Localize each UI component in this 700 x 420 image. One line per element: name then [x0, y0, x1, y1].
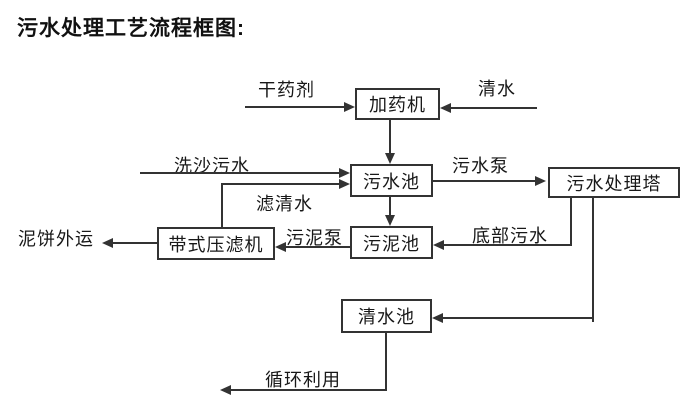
arrowhead-right-icon — [535, 176, 546, 186]
flow-line-filtered-water-vertical — [221, 184, 223, 227]
flow-line-tower-to-clean-vertical — [592, 198, 594, 322]
flow-line-bottom-sewage-horizontal — [444, 244, 572, 246]
arrowhead-left-icon — [102, 238, 113, 248]
node-dosing-machine: 加药机 — [355, 88, 440, 120]
flow-line-sludge-pump — [286, 246, 350, 248]
flow-line-filtered-water-horizontal — [221, 183, 340, 185]
flow-line-bottom-sewage-vertical — [570, 198, 572, 246]
arrowhead-left-icon — [440, 103, 451, 113]
arrowhead-left-icon — [433, 240, 444, 250]
edge-label-sand-washing-sewage: 洗沙污水 — [174, 156, 250, 176]
diagram-title: 污水处理工艺流程框图: — [17, 17, 245, 40]
node-sewage-treatment-tower: 污水处理塔 — [548, 167, 680, 198]
flow-line-sewage-pump — [433, 180, 535, 182]
flow-line-dry-agent — [245, 106, 345, 108]
arrowhead-left-icon — [275, 242, 286, 252]
edge-label-dry-agent: 干药剂 — [258, 80, 315, 100]
flow-line-dosing-to-sewage — [389, 120, 391, 154]
arrowhead-right-icon — [339, 179, 350, 189]
edge-label-sewage-pump: 污水泵 — [452, 156, 509, 176]
edge-label-sludge-pump: 污泥泵 — [286, 228, 343, 248]
edge-label-clean-water: 清水 — [478, 79, 516, 99]
node-clean-water-pool: 清水池 — [341, 299, 432, 333]
arrowhead-down-icon — [385, 153, 395, 164]
arrowhead-right-icon — [339, 168, 350, 178]
edge-label-filtered-water: 滤清水 — [256, 194, 313, 214]
flow-line-mud-cake — [113, 242, 157, 244]
node-sludge-pool: 污泥池 — [350, 226, 433, 259]
flow-line-clean-water — [451, 107, 537, 109]
edge-label-mud-cake-transport: 泥饼外运 — [18, 229, 94, 249]
arrowhead-left-icon — [220, 385, 231, 395]
arrowhead-right-icon — [344, 102, 355, 112]
flow-line-sand-washing — [140, 172, 340, 174]
node-sewage-pool: 污水池 — [350, 164, 433, 197]
flow-line-recycling-horizontal — [231, 389, 387, 391]
flow-line-recycling-vertical — [385, 333, 387, 391]
edge-label-bottom-sewage: 底部污水 — [472, 226, 548, 246]
arrowhead-left-icon — [432, 313, 443, 323]
node-belt-filter-press: 带式压滤机 — [157, 227, 275, 260]
edge-label-recycling: 循环利用 — [265, 370, 341, 390]
flow-line-tower-to-clean-horizontal — [443, 317, 594, 319]
arrowhead-down-icon — [385, 215, 395, 226]
flow-line-sewage-to-sludge — [389, 197, 391, 216]
